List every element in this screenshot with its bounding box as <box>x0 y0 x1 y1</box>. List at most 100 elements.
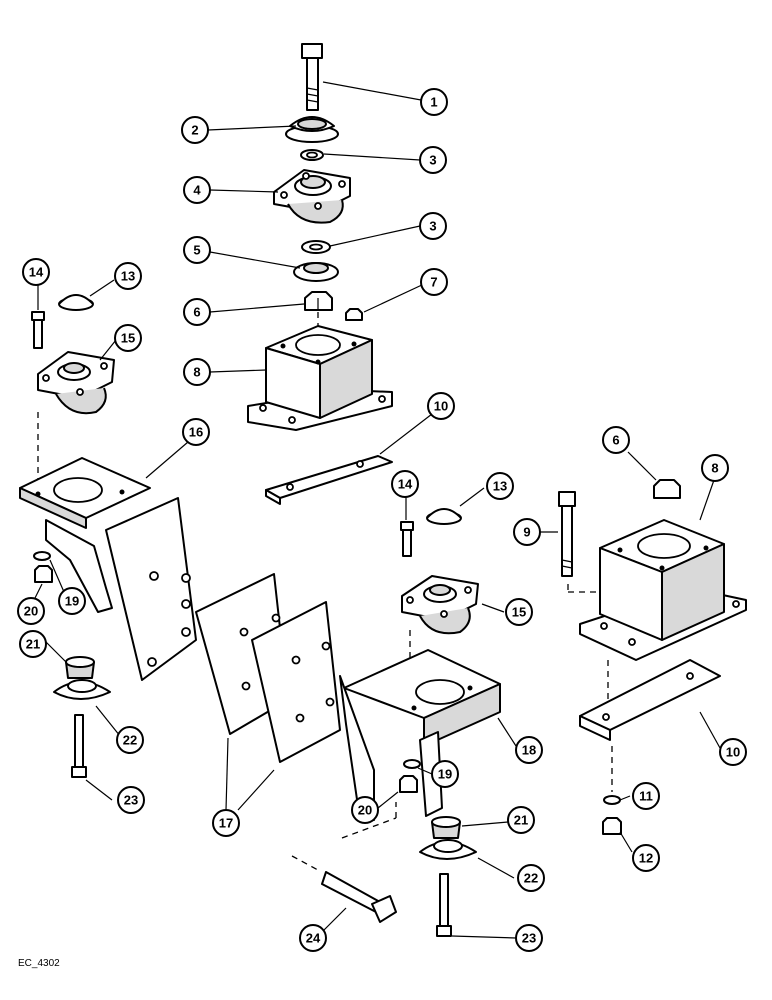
svg-text:24: 24 <box>306 931 321 946</box>
svg-text:19: 19 <box>65 594 79 609</box>
callout-24: 24 <box>299 924 327 952</box>
svg-text:22: 22 <box>123 733 137 748</box>
washer-part-11 <box>603 795 621 805</box>
svg-text:22: 22 <box>524 871 538 886</box>
callout-4: 4 <box>183 176 211 204</box>
rubber-mount-part-15-left <box>37 351 115 415</box>
svg-text:13: 13 <box>493 479 507 494</box>
callout-2: 2 <box>181 116 209 144</box>
callout-11: 11 <box>632 782 660 810</box>
callout-20a: 20 <box>17 597 45 625</box>
callout-23a: 23 <box>117 786 145 814</box>
callout-10b: 10 <box>719 738 747 766</box>
nut-part-12 <box>602 817 622 835</box>
drawing-code-label: EC_4302 <box>18 958 60 969</box>
leader-lines <box>33 81 721 939</box>
callout-14a: 14 <box>22 258 50 286</box>
callout-3b: 3 <box>419 212 447 240</box>
cup-part-22-left <box>53 679 111 700</box>
callout-22b: 22 <box>517 864 545 892</box>
svg-text:17: 17 <box>219 816 233 831</box>
rubber-mount-part-4 <box>273 169 351 224</box>
bolt-part-14-right <box>400 521 414 557</box>
callout-20b: 20 <box>351 796 379 824</box>
callout-bubbles: 1 2 3 4 3 5 6 7 8 14 13 15 16 10 19 20 2… <box>17 88 747 952</box>
svg-text:20: 20 <box>358 803 372 818</box>
svg-text:13: 13 <box>121 269 135 284</box>
callout-17: 17 <box>212 809 240 837</box>
callout-15a: 15 <box>114 324 142 352</box>
svg-text:15: 15 <box>121 331 135 346</box>
svg-text:20: 20 <box>24 604 38 619</box>
svg-text:14: 14 <box>398 477 413 492</box>
bolt-part-9 <box>558 491 576 577</box>
callout-10a: 10 <box>427 392 455 420</box>
washer-part-19-left <box>33 551 51 561</box>
callout-23b: 23 <box>515 924 543 952</box>
washer-part-19-right <box>403 759 421 769</box>
callout-7: 7 <box>420 268 448 296</box>
callout-13a: 13 <box>114 262 142 290</box>
rubber-mount-part-15-right <box>401 575 479 635</box>
nut-part-6-right <box>653 479 681 499</box>
bolt-part-23-right <box>436 873 452 937</box>
svg-text:23: 23 <box>522 931 536 946</box>
svg-text:23: 23 <box>124 793 138 808</box>
svg-text:10: 10 <box>726 745 740 760</box>
callout-5: 5 <box>183 236 211 264</box>
svg-text:11: 11 <box>639 789 653 804</box>
rubber-part-21-right <box>431 816 461 839</box>
callout-21a: 21 <box>19 630 47 658</box>
svg-text:6: 6 <box>193 305 200 320</box>
svg-text:8: 8 <box>193 365 200 380</box>
plate-part-17-b <box>251 601 341 763</box>
bolt-part-23-left <box>71 714 87 778</box>
rubber-part-21-left <box>65 656 95 679</box>
svg-text:3: 3 <box>429 153 436 168</box>
cap-part-13-right <box>426 508 462 525</box>
callout-12: 12 <box>632 844 660 872</box>
bolt-part-1 <box>301 43 323 111</box>
cup-part-22-right <box>419 839 477 860</box>
nut-part-20-right <box>399 775 418 793</box>
cap-part-13-left <box>58 294 94 311</box>
callout-13b: 13 <box>486 472 514 500</box>
plate-part-10-center <box>265 455 393 505</box>
mounting-block-part-8-right <box>579 519 747 661</box>
callout-16: 16 <box>182 418 210 446</box>
callout-21b: 21 <box>507 806 535 834</box>
callout-6b: 6 <box>602 426 630 454</box>
callout-22a: 22 <box>116 726 144 754</box>
bolt-part-14-left <box>31 311 45 349</box>
svg-text:14: 14 <box>29 265 44 280</box>
svg-text:16: 16 <box>189 425 203 440</box>
svg-text:10: 10 <box>434 399 448 414</box>
nut-part-20-left <box>34 565 53 583</box>
cup-washer-part-5 <box>293 262 339 282</box>
svg-text:18: 18 <box>522 743 536 758</box>
svg-text:5: 5 <box>193 243 200 258</box>
svg-text:21: 21 <box>514 813 528 828</box>
plate-part-10-right <box>579 659 721 741</box>
callout-6a: 6 <box>183 298 211 326</box>
bracket-part-18 <box>339 649 501 821</box>
svg-text:3: 3 <box>429 219 436 234</box>
washer-cap-part-2 <box>285 116 339 143</box>
callout-1: 1 <box>420 88 448 116</box>
ring-part-3-upper <box>300 149 324 161</box>
callout-15b: 15 <box>505 598 533 626</box>
callout-19a: 19 <box>58 587 86 615</box>
callout-3a: 3 <box>419 146 447 174</box>
svg-text:12: 12 <box>639 851 653 866</box>
svg-text:1: 1 <box>430 95 437 110</box>
bracket-part-16 <box>19 457 197 681</box>
svg-text:15: 15 <box>512 605 526 620</box>
svg-text:9: 9 <box>523 525 530 540</box>
nut-part-7 <box>345 308 363 321</box>
svg-text:7: 7 <box>430 275 437 290</box>
svg-text:21: 21 <box>26 637 40 652</box>
callout-8b: 8 <box>701 454 729 482</box>
svg-text:4: 4 <box>193 183 201 198</box>
mounting-block-part-8-center <box>247 325 393 431</box>
